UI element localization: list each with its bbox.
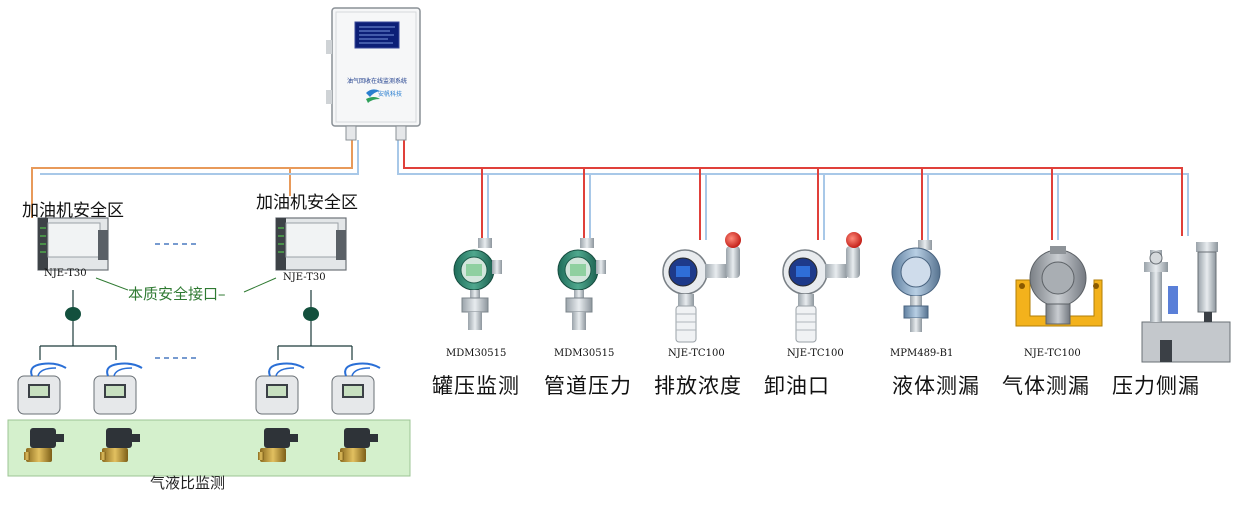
category-pipeline-pressure: 管道压力 xyxy=(544,374,632,398)
category-gas-leak: 气体测漏 xyxy=(1002,374,1090,398)
liquid-leak-transmitter xyxy=(891,240,941,332)
blue-line-left xyxy=(40,140,359,175)
device-model-4: NJE-TC100 xyxy=(787,348,844,359)
solenoid-valve-2 xyxy=(100,428,140,462)
interface-leader-right xyxy=(243,277,277,293)
display-screen xyxy=(796,266,810,277)
cabinet-title: 油气回收在线监测系统 xyxy=(346,78,407,85)
interface-label: 本质安全接口– xyxy=(128,285,226,303)
brand-logo xyxy=(366,89,380,103)
device-model-1: MDM30515 xyxy=(446,348,507,359)
junction-right xyxy=(303,307,319,321)
pressure-transmitter-2 xyxy=(557,238,606,330)
device-model-2: MDM30515 xyxy=(554,348,615,359)
pressure-transmitter-1 xyxy=(453,238,502,330)
controller-right xyxy=(275,217,347,271)
display-screen xyxy=(570,264,586,276)
device-model-5: MPM489-B1 xyxy=(890,348,954,359)
interface-leader-left xyxy=(95,277,129,291)
flow-sensor-2 xyxy=(93,362,143,415)
category-emission-concentration: 排放浓度 xyxy=(654,374,742,398)
solenoid-valve-4 xyxy=(338,428,378,462)
zone-label-left: 加油机安全区 xyxy=(22,201,124,221)
solenoid-valve-1 xyxy=(24,428,64,462)
flow-sensors xyxy=(17,362,381,415)
junction-left xyxy=(65,307,81,321)
category-tank-pressure: 罐压监测 xyxy=(432,374,520,398)
orange-line-left xyxy=(31,140,353,218)
monitor-cabinet xyxy=(326,7,421,141)
flow-sensor-4 xyxy=(331,362,381,415)
gas-detector-2 xyxy=(782,232,862,343)
flow-sensor-3 xyxy=(255,362,305,415)
solenoid-valves xyxy=(24,428,378,462)
device-model-6: NJE-TC100 xyxy=(1024,348,1081,359)
cabinet-brand: 安帆科技 xyxy=(378,91,403,98)
gas-liquid-label: 气液比监测 xyxy=(150,474,226,492)
category-liquid-leak: 液体测漏 xyxy=(892,374,980,398)
solenoid-valve-3 xyxy=(258,428,298,462)
display-screen xyxy=(676,266,690,277)
alarm-lamp xyxy=(725,232,741,248)
controller-model-left: NJE-T30 xyxy=(44,268,87,279)
controller-left xyxy=(37,217,109,271)
alarm-lamp xyxy=(846,232,862,248)
pressure-side-leak-sensor xyxy=(1141,242,1231,363)
flow-sensor-1 xyxy=(17,362,67,415)
controller-model-right: NJE-T30 xyxy=(283,272,326,283)
category-unloading-port: 卸油口 xyxy=(764,374,830,398)
red-line-right xyxy=(403,140,1183,236)
gas-detector-1 xyxy=(662,232,741,343)
wiring xyxy=(31,140,1189,240)
category-pressure-side-leak: 压力侧漏 xyxy=(1112,374,1200,398)
blue-line-right xyxy=(397,140,1189,236)
gas-leak-detector xyxy=(1015,246,1103,327)
display-screen xyxy=(466,264,482,276)
zone-label-right: 加油机安全区 xyxy=(256,193,358,213)
device-model-3: NJE-TC100 xyxy=(668,348,725,359)
